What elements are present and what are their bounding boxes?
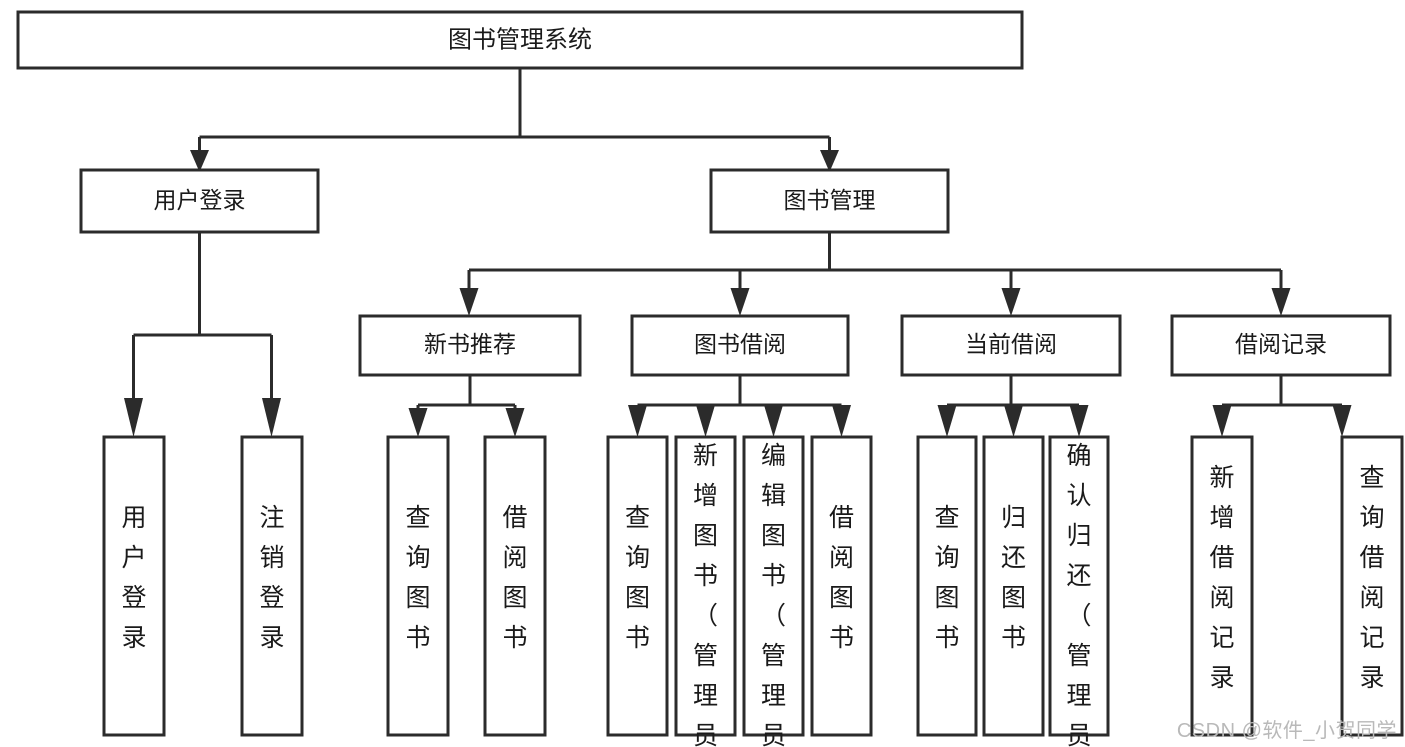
- arrow-borrow-l2: [696, 405, 715, 437]
- node-leaf-borrow-book-1[interactable]: 借阅图书: [483, 435, 547, 737]
- node-leaf-user-login-label: 用户登录: [121, 504, 146, 652]
- node-leaf-add-book-admin-box[interactable]: [674, 435, 737, 737]
- arrow-current-l3: [1069, 405, 1089, 437]
- node-leaf-query-book-1-box[interactable]: [386, 435, 450, 737]
- node-leaf-add-book-admin-label: 新增图书（管理员）: [693, 442, 718, 747]
- node-leaf-edit-book-admin-label: 编辑图书（管理员）: [761, 442, 786, 747]
- node-book-borrow-box[interactable]: [630, 314, 850, 377]
- node-leaf-logout-login-label: 注销登录: [259, 504, 284, 652]
- node-leaf-confirm-return-admin-box[interactable]: [1048, 435, 1110, 737]
- node-leaf-borrow-book-2-label: 借阅图书: [829, 504, 854, 652]
- node-leaf-logout-login[interactable]: 注销登录: [240, 435, 304, 737]
- node-leaf-query-borrow-record[interactable]: 查询借阅记录: [1340, 435, 1404, 737]
- node-leaf-edit-book-admin[interactable]: 编辑图书（管理员）: [742, 435, 805, 747]
- node-borrow-record-label: 借阅记录: [1235, 331, 1327, 357]
- arrow-root-to-book-management: [820, 150, 839, 172]
- node-leaf-query-book-1-label: 查询图书: [405, 504, 430, 652]
- node-book-management-box[interactable]: [709, 168, 950, 234]
- arrow-newbook-l2: [505, 408, 525, 437]
- node-user-login-label: 用户登录: [154, 187, 246, 213]
- node-current-borrow-label: 当前借阅: [965, 331, 1057, 357]
- node-current-borrow-box[interactable]: [900, 314, 1122, 377]
- node-leaf-borrow-book-1-label: 借阅图书: [502, 504, 527, 652]
- arrow-current-l1: [937, 405, 957, 437]
- arrow-record-l1: [1212, 405, 1232, 437]
- node-leaf-add-borrow-record-box[interactable]: [1190, 435, 1254, 737]
- arrow-newbook-l1: [408, 408, 428, 437]
- arrow-userlogin-l1: [124, 398, 143, 437]
- arrow-bookmgmt-c1: [459, 288, 479, 316]
- node-leaf-borrow-book-2-box[interactable]: [810, 435, 873, 737]
- node-root[interactable]: 图书管理系统: [16, 10, 1024, 70]
- connectors: [124, 68, 1352, 437]
- arrow-userlogin-l2: [262, 398, 281, 437]
- node-leaf-query-book-2-box[interactable]: [606, 435, 669, 737]
- node-root-box[interactable]: [16, 10, 1024, 70]
- node-leaf-query-borrow-record-label: 查询借阅记录: [1359, 464, 1384, 692]
- node-new-book-recommend-box[interactable]: [358, 314, 582, 377]
- node-current-borrow[interactable]: 当前借阅: [900, 314, 1122, 377]
- node-book-management[interactable]: 图书管理: [709, 168, 950, 234]
- node-leaf-return-book-label: 归还图书: [1001, 504, 1026, 652]
- arrow-record-l2: [1332, 405, 1352, 437]
- node-leaf-query-book-1[interactable]: 查询图书: [386, 435, 450, 737]
- node-new-book-recommend-label: 新书推荐: [424, 331, 516, 357]
- node-user-login-box[interactable]: [79, 168, 320, 234]
- node-leaf-query-book-3-label: 查询图书: [934, 504, 959, 652]
- node-leaf-logout-login-box[interactable]: [240, 435, 304, 737]
- node-new-book-recommend[interactable]: 新书推荐: [358, 314, 582, 377]
- arrow-borrow-l3: [764, 405, 783, 437]
- node-book-borrow[interactable]: 图书借阅: [630, 314, 850, 377]
- node-leaf-query-book-2[interactable]: 查询图书: [606, 435, 669, 737]
- arrow-current-l2: [1004, 405, 1023, 437]
- arrow-borrow-l4: [832, 405, 851, 437]
- node-leaf-user-login-box[interactable]: [102, 435, 166, 737]
- node-leaf-borrow-book-1-box[interactable]: [483, 435, 547, 737]
- node-leaf-return-book-box[interactable]: [982, 435, 1045, 737]
- node-leaf-query-borrow-record-box[interactable]: [1340, 435, 1404, 737]
- arrow-borrow-l1: [628, 405, 647, 437]
- node-leaf-add-borrow-record[interactable]: 新增借阅记录: [1190, 435, 1254, 737]
- node-leaf-confirm-return-admin-label: 确认归还（管理员）: [1066, 442, 1091, 747]
- node-user-login[interactable]: 用户登录: [79, 168, 320, 234]
- arrow-root-to-user-login: [190, 150, 209, 172]
- node-book-borrow-label: 图书借阅: [694, 331, 786, 357]
- node-leaf-confirm-return-admin[interactable]: 确认归还（管理员）: [1048, 435, 1110, 747]
- node-leaf-add-book-admin[interactable]: 新增图书（管理员）: [674, 435, 737, 747]
- node-root-label: 图书管理系统: [448, 26, 592, 53]
- node-leaf-query-book-3[interactable]: 查询图书: [916, 435, 978, 737]
- node-leaf-query-book-2-label: 查询图书: [625, 504, 650, 652]
- node-borrow-record[interactable]: 借阅记录: [1170, 314, 1392, 377]
- node-leaf-edit-book-admin-box[interactable]: [742, 435, 805, 737]
- arrow-bookmgmt-c4: [1271, 288, 1291, 316]
- arrow-bookmgmt-c3: [1001, 288, 1021, 316]
- node-book-management-label: 图书管理: [784, 187, 876, 213]
- node-leaf-return-book[interactable]: 归还图书: [982, 435, 1045, 737]
- arrow-bookmgmt-c2: [730, 288, 750, 316]
- node-leaf-user-login[interactable]: 用户登录: [102, 435, 166, 737]
- node-leaf-add-borrow-record-label: 新增借阅记录: [1209, 464, 1234, 692]
- node-leaf-borrow-book-2[interactable]: 借阅图书: [810, 435, 873, 737]
- node-borrow-record-box[interactable]: [1170, 314, 1392, 377]
- node-leaf-query-book-3-box[interactable]: [916, 435, 978, 737]
